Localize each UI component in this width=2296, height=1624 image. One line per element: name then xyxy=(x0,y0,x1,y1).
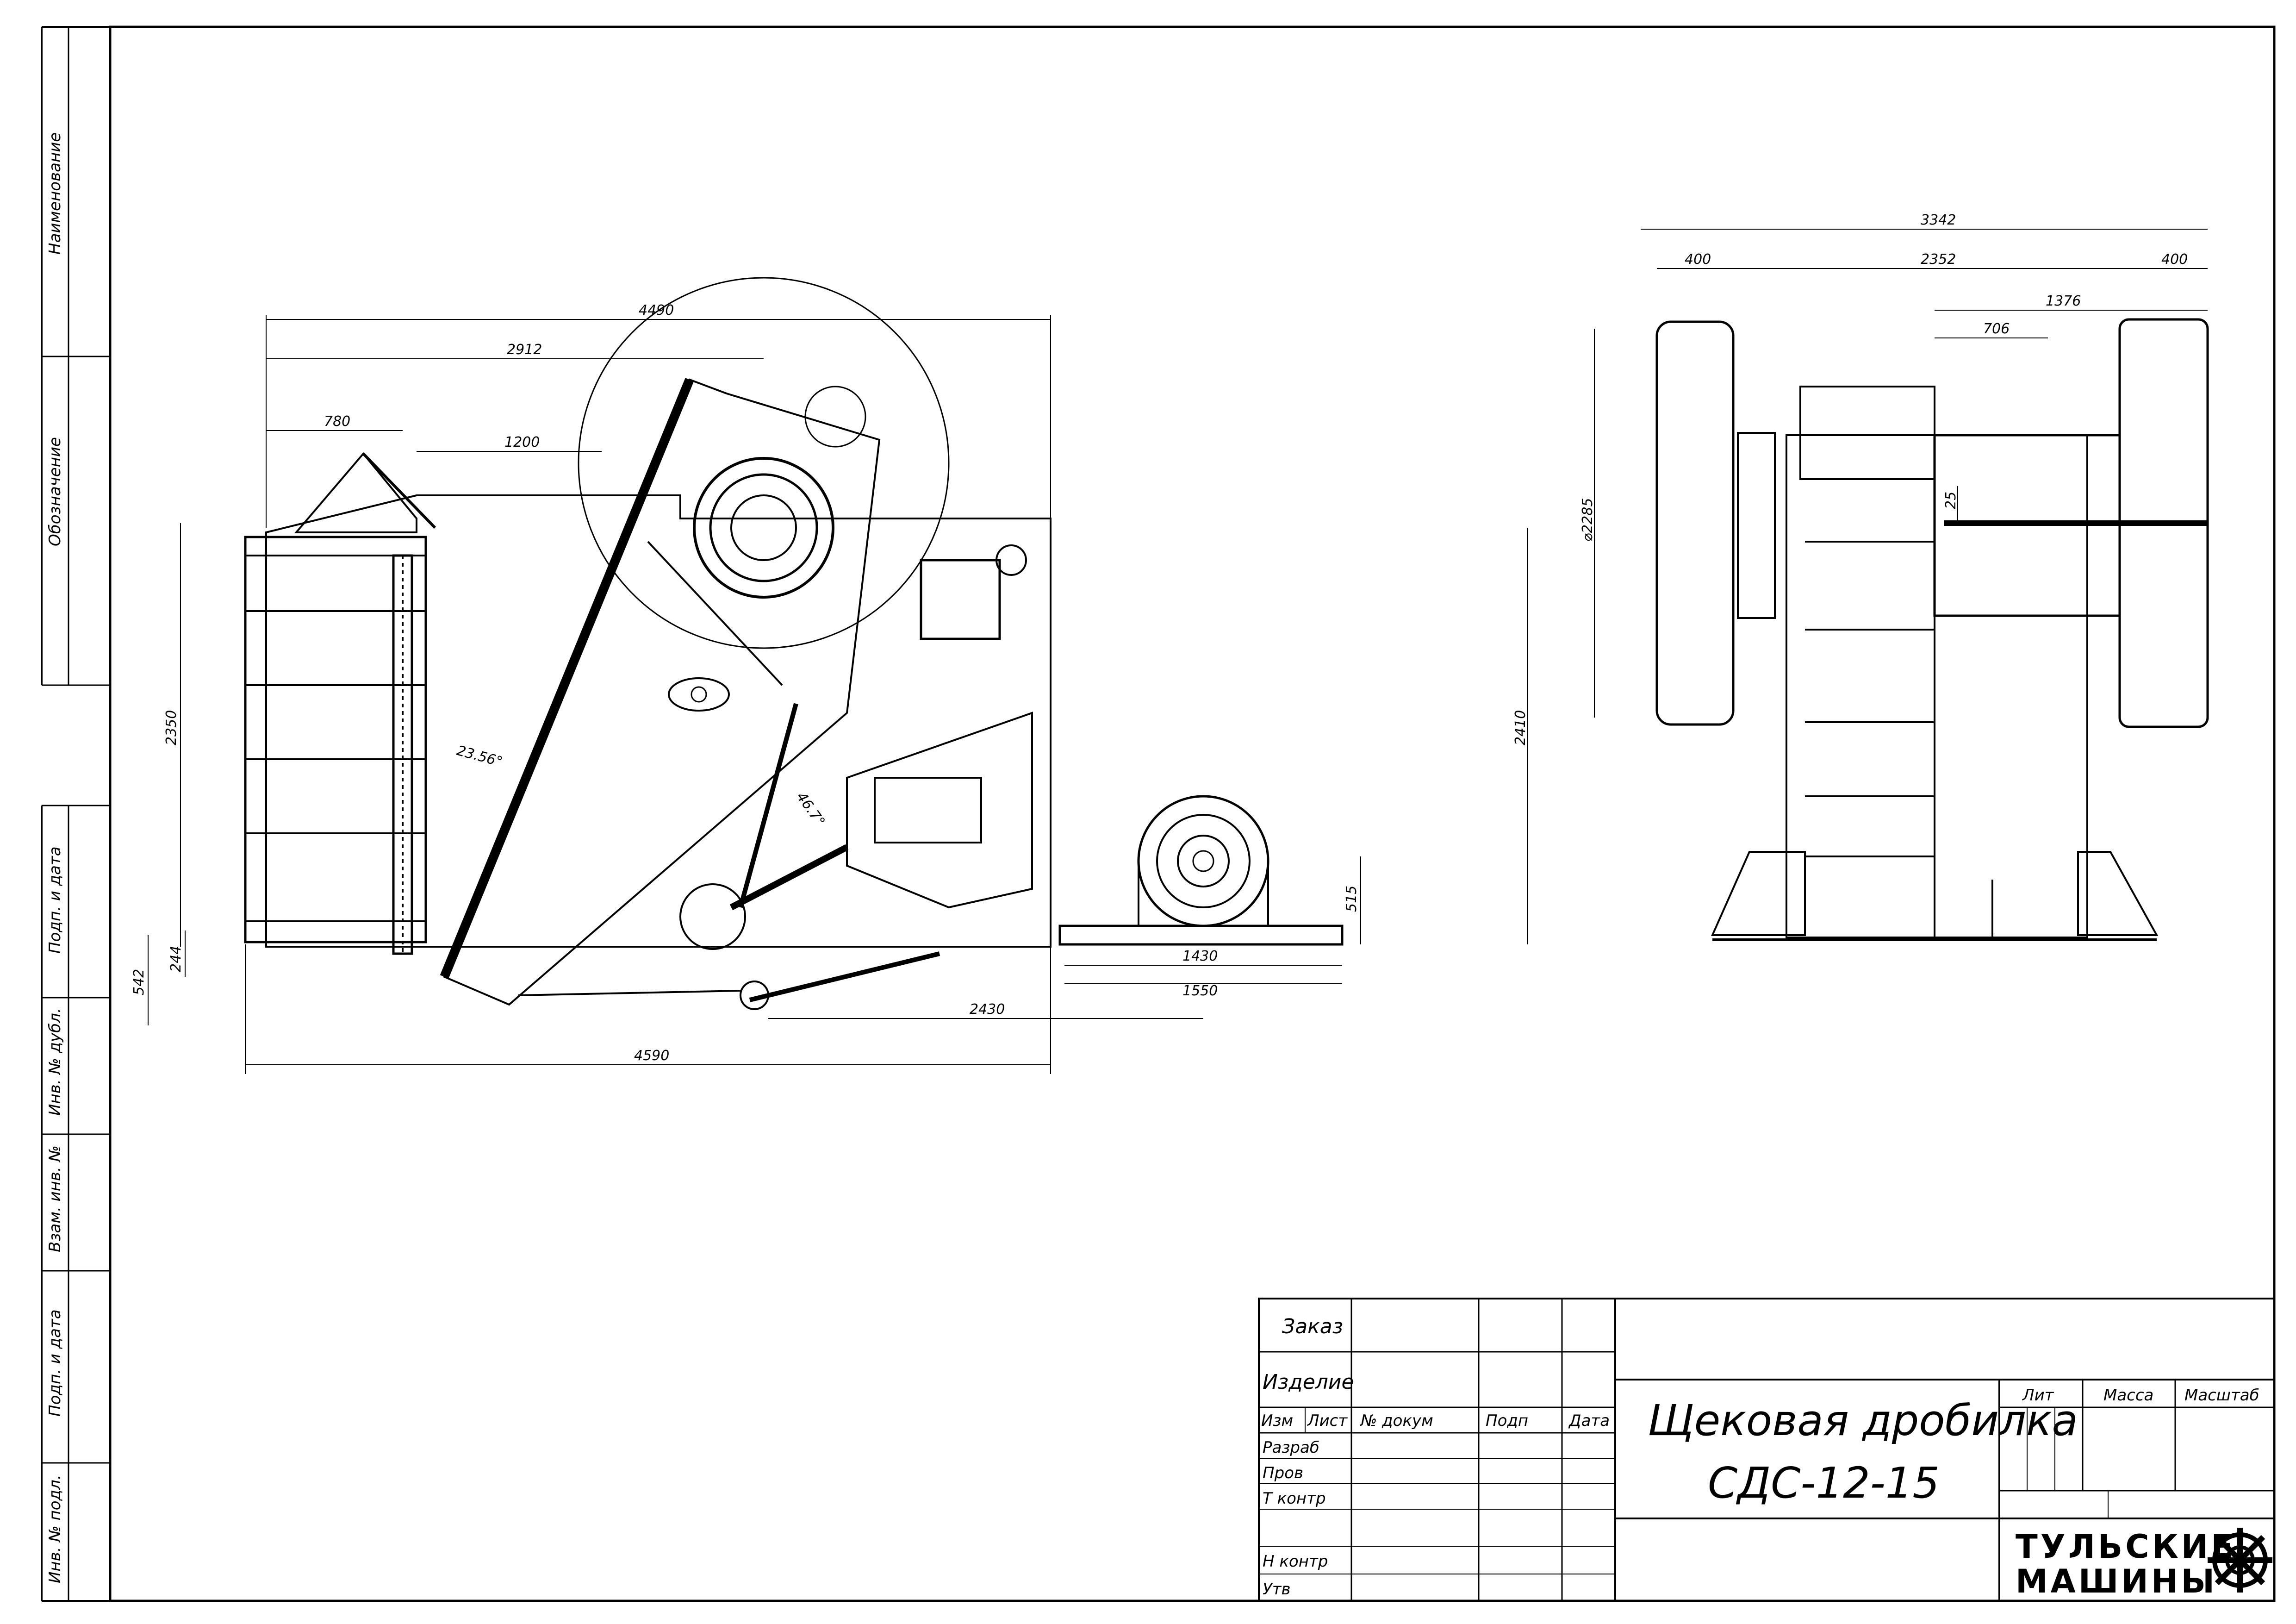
logo-text-line1: ТУЛЬСКИЕ xyxy=(2016,1528,2236,1566)
tb-izm: Изм xyxy=(1261,1412,1293,1430)
tb-lit: Лит xyxy=(2022,1386,2054,1405)
dim-2410: 2410 xyxy=(1512,710,1529,745)
gear-icon xyxy=(2208,1528,2272,1593)
front-view-dimension-lines xyxy=(148,315,1361,1074)
dim-542: 542 xyxy=(131,969,147,995)
tb-data: Дата xyxy=(1568,1412,1610,1430)
tb-n-dokum: № докум xyxy=(1360,1412,1433,1430)
dim-angle-46: 46.7° xyxy=(793,789,828,830)
tb-razrab: Разраб xyxy=(1263,1438,1319,1457)
tb-izdelie: Изделие xyxy=(1263,1370,1354,1394)
sheet-frame xyxy=(41,25,2276,1602)
dim-2352: 2352 xyxy=(1921,251,1956,268)
dim-706: 706 xyxy=(1983,321,2010,337)
dim-3342: 3342 xyxy=(1921,212,1956,228)
label-podp-data-1: Подп. и дата xyxy=(46,846,64,954)
dim-2350: 2350 xyxy=(163,710,180,745)
label-inv-dubl: Инв. № дубл. xyxy=(46,1008,64,1116)
dim-4590: 4590 xyxy=(634,1048,669,1064)
dim-400-left: 400 xyxy=(1685,251,1711,268)
label-podp-data-2: Подп. и дата xyxy=(46,1309,64,1417)
title-block: Заказ Изделие Изм Лист № докум Подп Дата… xyxy=(1258,1298,2275,1602)
label-vzam-inv: Взам. инв. № xyxy=(46,1145,64,1252)
drawing-code: СДС-12-15 xyxy=(1708,1458,1940,1508)
dim-angle-23: 23.56° xyxy=(455,743,504,770)
front-view-drawing xyxy=(244,277,1344,1010)
tb-masshtab: Масштаб xyxy=(2184,1386,2259,1405)
side-view-dimension-lines xyxy=(1527,229,2208,944)
tb-n-kontr: Н контр xyxy=(1263,1552,1328,1571)
tb-prov: Пров xyxy=(1263,1464,1303,1482)
label-oboznachenie: Обозначение xyxy=(46,437,64,546)
side-view-drawing xyxy=(1655,318,2209,941)
dim-1430: 1430 xyxy=(1182,948,1218,964)
tb-massa: Масса xyxy=(2103,1386,2153,1405)
dim-515: 515 xyxy=(1344,886,1360,912)
label-inv-podl: Инв. № подл. xyxy=(46,1474,64,1583)
dim-2285: ⌀2285 xyxy=(1580,498,1596,542)
dim-25: 25 xyxy=(1943,492,1959,509)
dim-1376: 1376 xyxy=(2046,293,2081,309)
tb-zakaz: Заказ xyxy=(1282,1315,1343,1338)
dim-1550: 1550 xyxy=(1182,983,1218,999)
tb-t-kontr: Т контр xyxy=(1263,1489,1326,1508)
dim-244: 244 xyxy=(168,946,184,972)
dim-1200: 1200 xyxy=(504,434,540,450)
drawing-title: Щековая дробилка xyxy=(1648,1396,2078,1445)
dim-4490: 4490 xyxy=(639,302,674,319)
tb-utv: Утв xyxy=(1263,1580,1291,1599)
tb-list: Лист xyxy=(1307,1412,1348,1430)
dim-2430: 2430 xyxy=(970,1001,1005,1018)
dim-400-right: 400 xyxy=(2161,251,2188,268)
front-view-dimension-labels: 4490 2912 780 1200 2350 244 542 4590 243… xyxy=(131,302,1360,1064)
label-naimenovanie: Наименование xyxy=(46,132,64,255)
side-view-dimension-labels: 3342 400 2352 400 1376 706 ⌀2285 25 2410 xyxy=(1512,212,2188,745)
side-margin-labels: Наименование Обозначение Подп. и дата Ин… xyxy=(46,132,64,1583)
dim-2912: 2912 xyxy=(507,342,542,358)
logo-text-line2: МАШИНЫ xyxy=(2016,1562,2217,1600)
tb-podp: Подп xyxy=(1486,1412,1528,1430)
dim-780: 780 xyxy=(324,413,350,430)
